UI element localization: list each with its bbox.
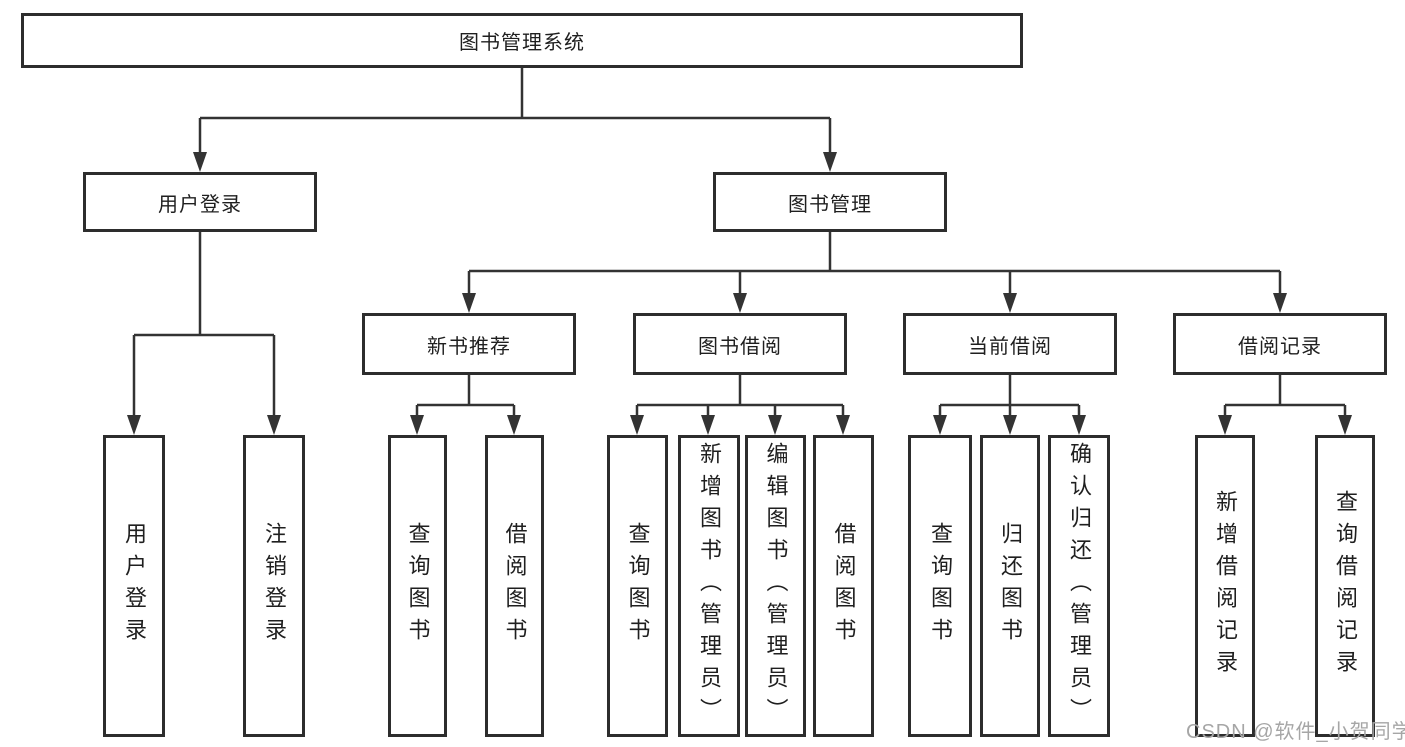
arrow-down-icon (701, 415, 715, 435)
node-label: 借阅图书 (831, 522, 857, 650)
node-label: 借阅记录 (1238, 335, 1322, 358)
node-label: 当前借阅 (968, 335, 1052, 358)
node-label: 用户登录 (158, 193, 242, 216)
leaf-edit-books-admin: 编辑图书（管理员） (745, 435, 806, 737)
node-borrowing-records: 借阅记录 (1173, 313, 1387, 375)
node-user-login: 用户登录 (83, 172, 317, 232)
node-root: 图书管理系统 (21, 13, 1023, 68)
node-label: 借阅图书 (502, 522, 528, 650)
node-label: 新增图书（管理员） (697, 442, 722, 730)
node-book-borrowing: 图书借阅 (633, 313, 847, 375)
node-label: 图书管理 (788, 193, 872, 216)
node-new-book-recommend: 新书推荐 (362, 313, 576, 375)
node-label: 图书借阅 (698, 335, 782, 358)
arrow-down-icon (1218, 415, 1232, 435)
leaf-query-books-current: 查询图书 (908, 435, 972, 737)
node-book-management: 图书管理 (713, 172, 947, 232)
leaf-add-books-admin: 新增图书（管理员） (678, 435, 740, 737)
leaf-confirm-return-admin: 确认归还（管理员） (1048, 435, 1110, 737)
arrow-down-icon (127, 415, 141, 435)
leaf-query-borrow-record: 查询借阅记录 (1315, 435, 1375, 737)
node-label: 归还图书 (998, 522, 1023, 650)
arrow-down-icon (1338, 415, 1352, 435)
arrow-down-icon (933, 415, 947, 435)
leaf-user-login: 用户登录 (103, 435, 165, 737)
node-label: 确认归还（管理员） (1067, 442, 1092, 730)
arrow-down-icon (267, 415, 281, 435)
leaf-query-books-borrow: 查询图书 (607, 435, 668, 737)
leaf-query-books-recommend: 查询图书 (388, 435, 447, 737)
csdn-watermark: CSDN @软件_小贺同学 (1186, 721, 1405, 743)
leaf-borrow-books-recommend: 借阅图书 (485, 435, 544, 737)
arrow-down-icon (1003, 293, 1017, 313)
arrow-down-icon (507, 415, 521, 435)
arrow-down-icon (1273, 293, 1287, 313)
node-label: 图书管理系统 (459, 32, 585, 54)
arrow-down-icon (733, 293, 747, 313)
node-label: 编辑图书（管理员） (763, 442, 789, 730)
leaf-borrow-books: 借阅图书 (813, 435, 874, 737)
node-label: 查询图书 (928, 522, 953, 650)
leaf-return-books: 归还图书 (980, 435, 1040, 737)
node-label: 新增借阅记录 (1213, 490, 1238, 682)
node-current-borrowing: 当前借阅 (903, 313, 1117, 375)
arrow-down-icon (823, 152, 837, 172)
node-label: 查询图书 (405, 522, 431, 650)
leaf-add-borrow-record: 新增借阅记录 (1195, 435, 1255, 737)
arrow-down-icon (1003, 415, 1017, 435)
arrow-down-icon (836, 415, 850, 435)
arrow-down-icon (1072, 415, 1086, 435)
connector-path (132, 68, 1347, 420)
arrow-down-icon (768, 415, 782, 435)
node-label: 注销登录 (262, 522, 287, 650)
arrow-down-icon (630, 415, 644, 435)
arrow-down-icon (462, 293, 476, 313)
node-label: 查询借阅记录 (1333, 490, 1358, 682)
arrow-down-icon (193, 152, 207, 172)
arrow-down-icon (410, 415, 424, 435)
node-label: 查询图书 (625, 522, 651, 650)
node-label: 新书推荐 (427, 335, 511, 358)
leaf-logout: 注销登录 (243, 435, 305, 737)
node-label: 用户登录 (122, 522, 147, 650)
arrowheads (127, 152, 1352, 435)
